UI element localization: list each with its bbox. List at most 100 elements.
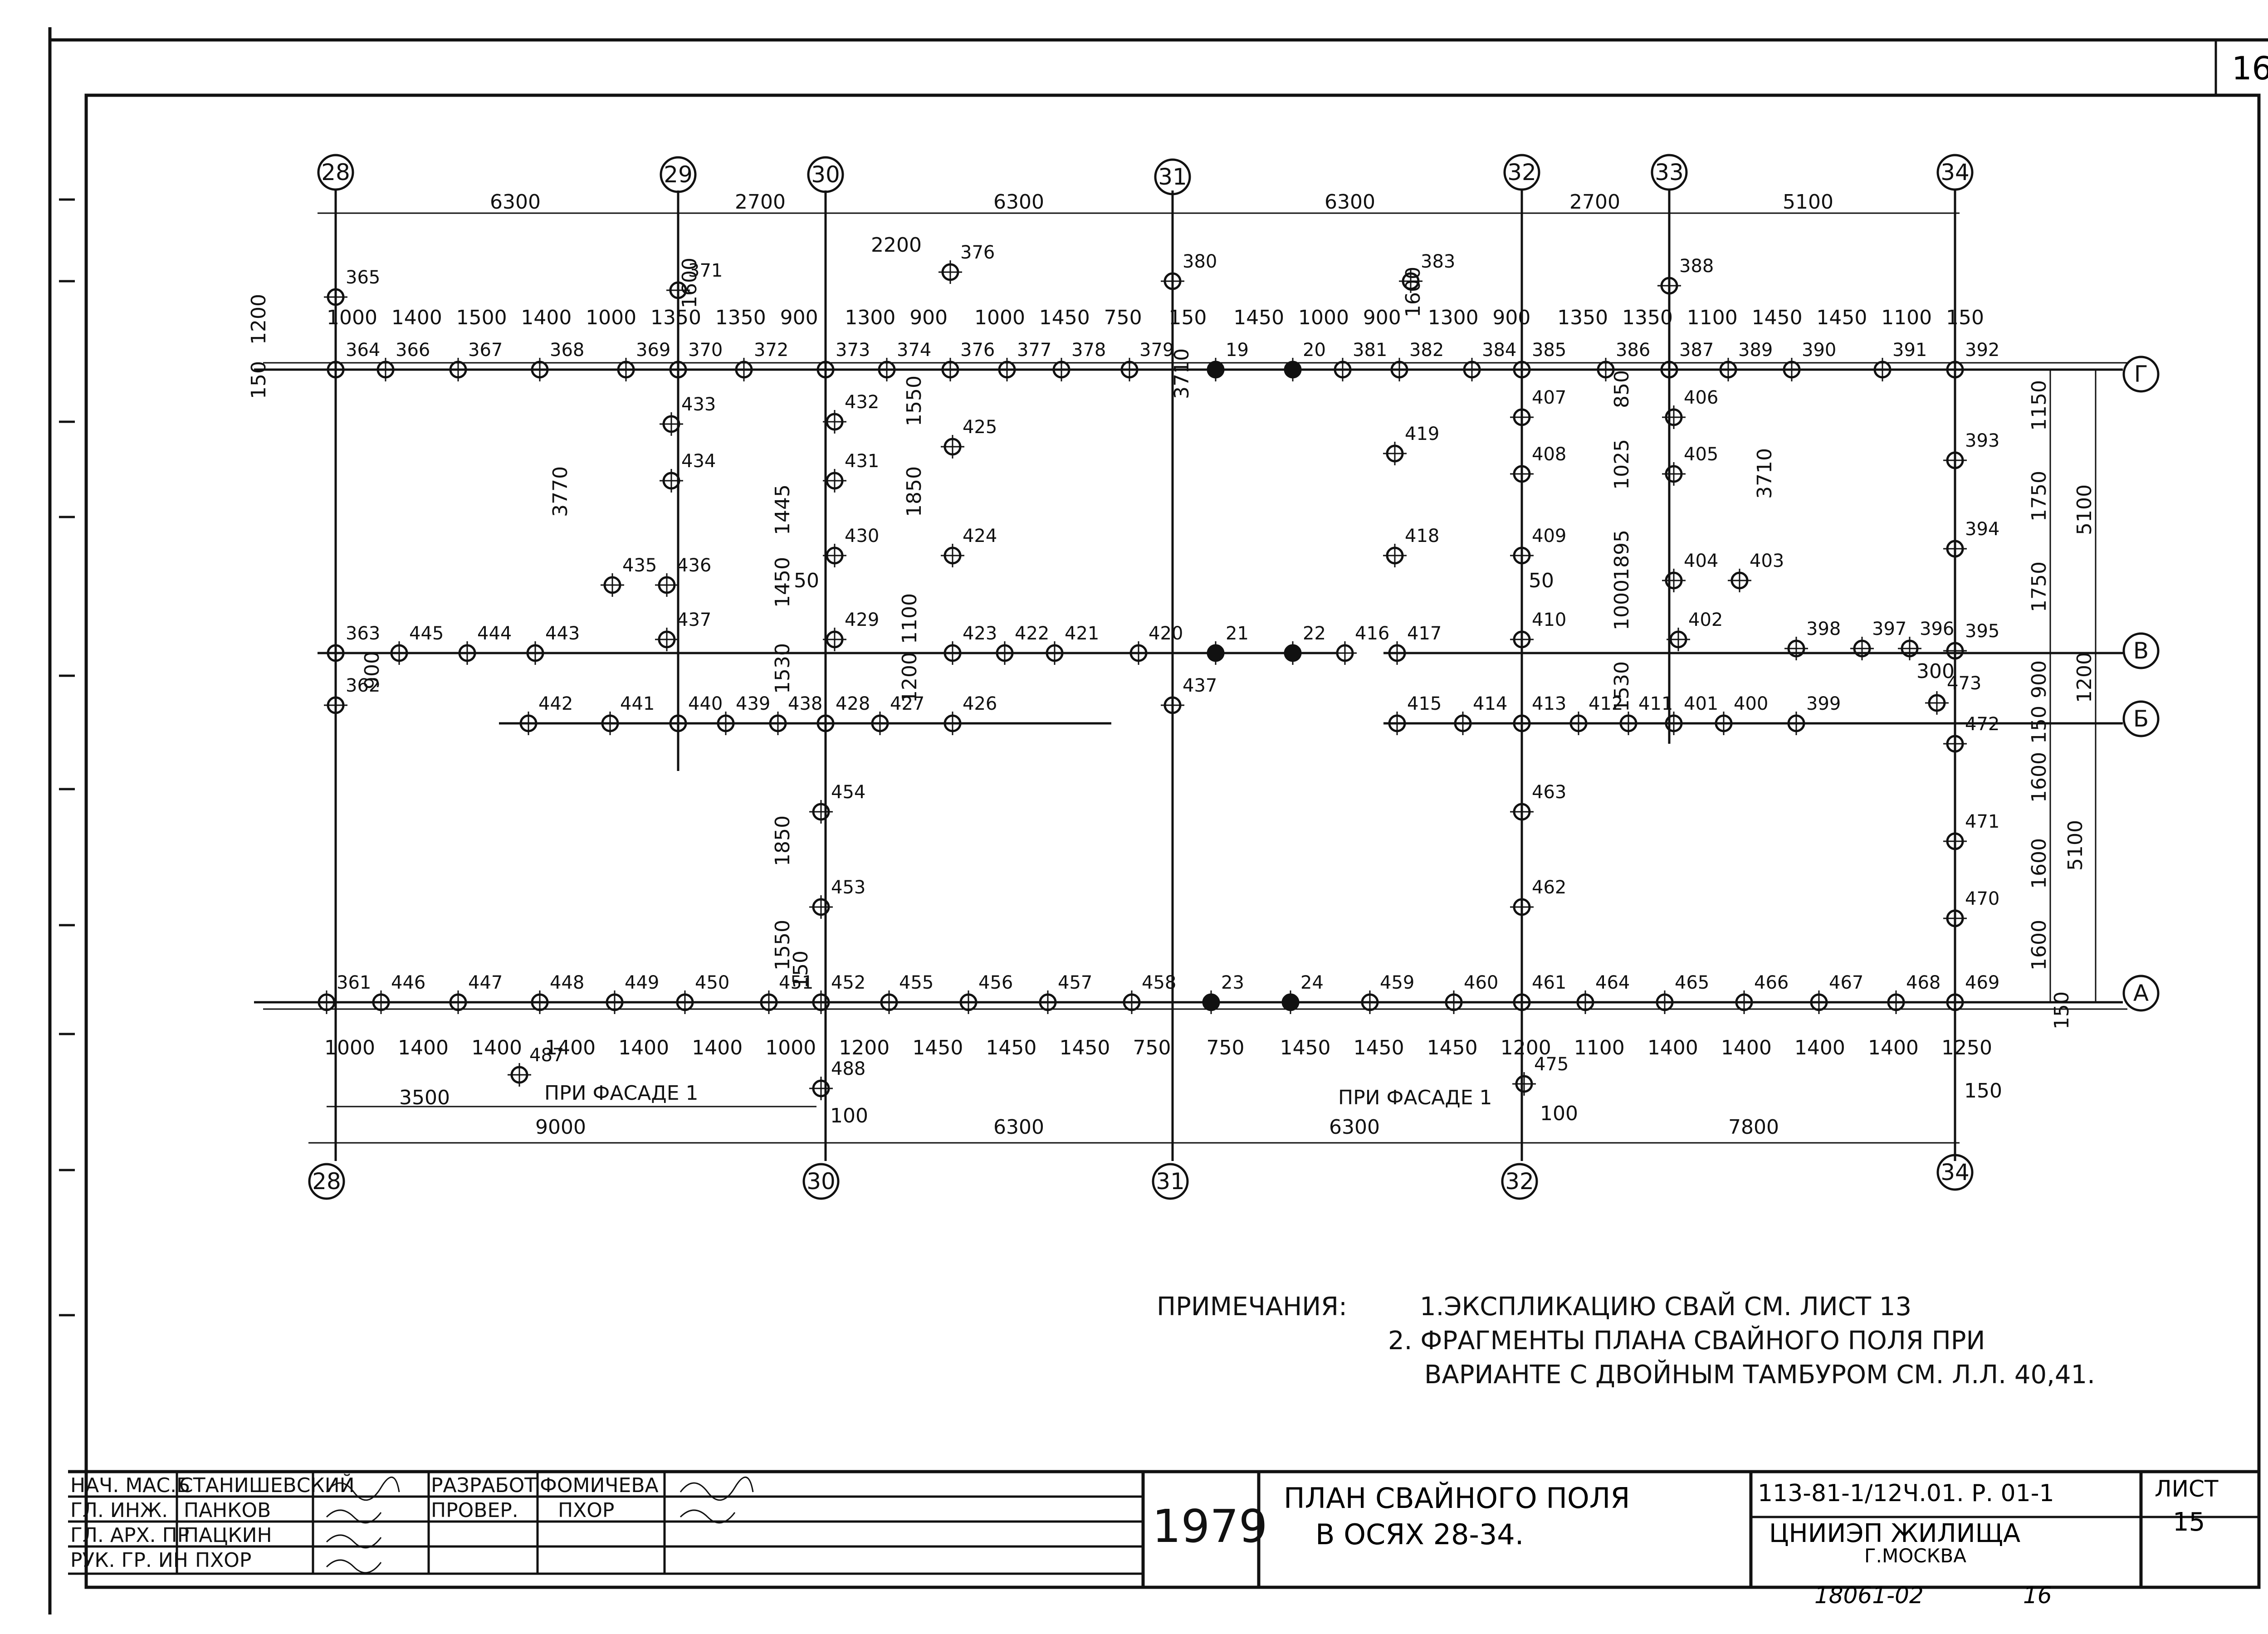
svg-text:150: 150 (1964, 1079, 2002, 1102)
svg-text:34: 34 (1941, 1159, 1970, 1185)
pile-label: 373 (836, 340, 870, 361)
svg-text:150: 150 (2028, 706, 2051, 744)
svg-text:ПРИ ФАСАДЕ 1: ПРИ ФАСАДЕ 1 (1338, 1086, 1492, 1109)
pile-label: 367 (468, 340, 503, 361)
pile-label: 411 (1638, 693, 1673, 714)
pile-label: 461 (1532, 972, 1566, 993)
svg-text:30: 30 (807, 1168, 836, 1195)
pile-label: 398 (1806, 619, 1841, 639)
row-a-dim-label: 1400 (1721, 1036, 1772, 1059)
svg-text:5100: 5100 (1783, 190, 1833, 214)
svg-text:ПРИ ФАСАДЕ 1: ПРИ ФАСАДЕ 1 (544, 1082, 698, 1105)
svg-text:5100: 5100 (2073, 484, 2096, 535)
axis-bubble-32: 32 (1503, 154, 1540, 191)
pile-label: 390 (1802, 340, 1836, 361)
row-a-dim-label: 1400 (618, 1036, 669, 1059)
pile-label: 488 (831, 1058, 865, 1079)
svg-text:300: 300 (1916, 660, 1955, 683)
pile-label: 487 (529, 1045, 564, 1066)
svg-text:1200: 1200 (898, 652, 921, 703)
svg-text:1895: 1895 (1610, 530, 1633, 580)
signatures (326, 1477, 754, 1574)
svg-text:1.ЭКСПЛИКАЦИЮ СВАЙ СМ. ЛИСТ 13: 1.ЭКСПЛИКАЦИЮ СВАЙ СМ. ЛИСТ 13 (1420, 1292, 1911, 1322)
row-g-dim-label: 1000 (586, 306, 636, 329)
axis-bubble-V: В (2122, 632, 2160, 669)
pile-label: 399 (1806, 693, 1841, 714)
svg-text:3710: 3710 (1753, 448, 1776, 499)
svg-text:ПАНКОВ: ПАНКОВ (184, 1499, 271, 1522)
axis-bubble-28: 28 (317, 154, 354, 191)
pile-label: 469 (1965, 972, 1999, 993)
right-side-dimensions: 5100 5100 1150 1750 1750 1200 900 150 16… (2028, 370, 2097, 1029)
pile-label: 426 (963, 693, 997, 714)
pile-label: 412 (1589, 693, 1623, 714)
svg-text:1600: 1600 (678, 258, 701, 308)
pile-label: 450 (695, 972, 729, 993)
axis-bubbles-top: 28 29 30 31 32 33 34 (317, 154, 1974, 195)
pile-label: 442 (538, 693, 573, 714)
pile-label: 414 (1473, 693, 1507, 714)
svg-text:3770: 3770 (549, 466, 572, 517)
pile-label: 435 (622, 555, 657, 576)
row-g-dim-label: 1450 (1816, 306, 1867, 329)
row-g-dim-label: 1350 (715, 306, 766, 329)
pile-label: 440 (688, 693, 723, 714)
row-g-dim-label: 1450 (1233, 306, 1284, 329)
pile-label: 376 (960, 340, 995, 361)
pile-label: 456 (978, 972, 1013, 993)
svg-text:ФОМИЧЕВА: ФОМИЧЕВА (540, 1474, 659, 1497)
bottom-span-dimensions: 9000 6300 6300 7800 (535, 1116, 1779, 1139)
svg-text:1550: 1550 (903, 376, 926, 426)
pile-label: 24 (1300, 972, 1324, 993)
pile-label: 394 (1965, 519, 1999, 540)
row-a-dim-label: 1450 (1059, 1036, 1110, 1059)
pile-label: 369 (636, 340, 670, 361)
title-block: НАЧ. МАС.Б ГЛ. ИНЖ. ГЛ. АРХ. ПР РУК. ГР.… (68, 1470, 2259, 1609)
svg-text:100: 100 (830, 1104, 868, 1127)
pile-label: 454 (831, 782, 865, 803)
pile-label: 391 (1892, 340, 1927, 361)
svg-text:1200: 1200 (2073, 652, 2096, 703)
row-a-dim-label: 750 (1207, 1036, 1245, 1059)
svg-text:34: 34 (1941, 159, 1970, 185)
svg-text:В ОСЯХ 28-34.: В ОСЯХ 28-34. (1315, 1518, 1524, 1551)
row-g-dim-label: 1400 (391, 306, 442, 329)
svg-text:30: 30 (811, 161, 840, 188)
svg-text:Г.МОСКВА: Г.МОСКВА (1864, 1545, 1966, 1567)
axis-bubble-33: 33 (1651, 154, 1688, 191)
pile-label: 401 (1684, 693, 1718, 714)
svg-text:18061-02: 18061-02 (1814, 1582, 1924, 1609)
pile-label: 395 (1965, 621, 1999, 642)
svg-text:1550: 1550 (771, 920, 794, 971)
axis-bubble-bottom-30: 30 (802, 1163, 840, 1200)
svg-text:28: 28 (312, 1168, 341, 1195)
pile-label: 396 (1920, 619, 1954, 639)
pile-label: 387 (1679, 340, 1714, 361)
row-g-dim-label: 1100 (1881, 306, 1932, 329)
row-g-dim-label: 900 (1363, 306, 1401, 329)
pile-label: 378 (1071, 340, 1106, 361)
svg-text:2700: 2700 (1569, 190, 1620, 214)
svg-text:1600: 1600 (2028, 838, 2051, 889)
pile-label: 388 (1679, 256, 1714, 277)
row-g-dim-label: 1450 (1752, 306, 1803, 329)
svg-text:1850: 1850 (771, 815, 794, 866)
row-g-dim-label: 1350 (1557, 306, 1608, 329)
svg-text:1530: 1530 (771, 643, 794, 694)
pile-label: 436 (677, 555, 711, 576)
pile-label: 437 (677, 610, 711, 630)
svg-text:ПРОВЕР.: ПРОВЕР. (431, 1499, 518, 1522)
pile-label: 430 (845, 526, 879, 546)
pile-label: 438 (788, 693, 822, 714)
svg-text:1600: 1600 (2028, 752, 2051, 803)
pile-label: 371 (688, 260, 723, 281)
pile-label: 413 (1532, 693, 1566, 714)
pile-label: 470 (1965, 888, 1999, 909)
svg-text:31: 31 (1158, 164, 1187, 190)
svg-text:6300: 6300 (993, 190, 1044, 214)
svg-text:7800: 7800 (1728, 1116, 1779, 1139)
svg-text:28: 28 (321, 159, 350, 185)
pile-label: 383 (1421, 251, 1455, 272)
